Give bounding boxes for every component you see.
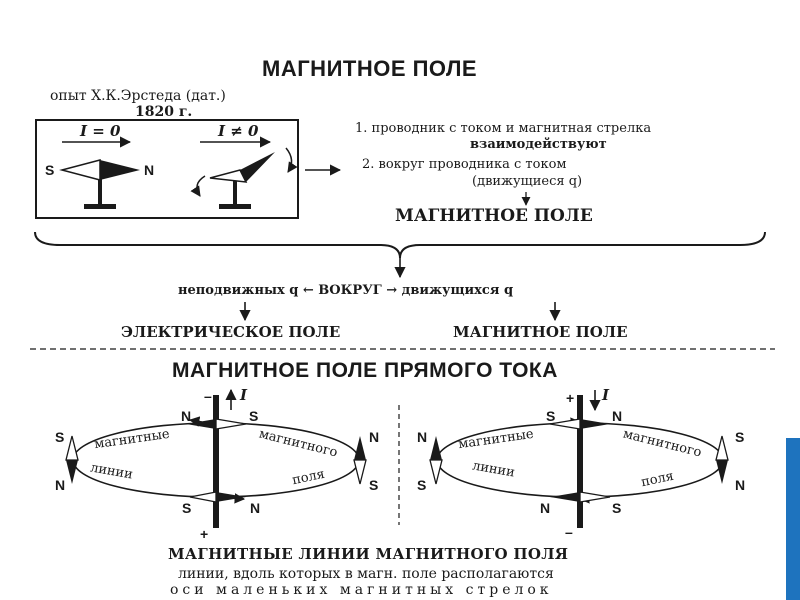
left-current-diagram [65, 388, 367, 528]
experiment-box [35, 119, 299, 219]
conclusion-2: 2. вокруг проводника с током [362, 157, 567, 172]
definition-heading: МАГНИТНЫЕ ЛИНИИ МАГНИТНОГО ПОЛЯ [168, 545, 569, 563]
conclusion-1: 1. проводник с током и магнитная стрелка [355, 121, 652, 136]
right-plus: + [566, 390, 575, 406]
compass-pole-s: S [45, 162, 55, 178]
right-far-pole-s: S [735, 429, 745, 445]
magnetic-field-label: МАГНИТНОЕ ПОЛЕ [453, 323, 628, 341]
right-bottom-pole-s: S [612, 500, 622, 516]
right-far-pole-n: N [735, 477, 746, 493]
conclusion-2-continued: (движущиеся q) [472, 174, 583, 189]
left-far-pole-n: N [369, 429, 380, 445]
definition-line-2: оси маленьких магнитных стрелок [170, 582, 553, 598]
compass-pole-n: N [144, 162, 155, 178]
page-title: МАГНИТНОЕ ПОЛЕ [262, 56, 478, 81]
right-side-pole-s: S [417, 477, 427, 493]
left-minus: – [204, 388, 212, 404]
accent-bar [786, 438, 800, 600]
fields-around-line: неподвижных q ← ВОКРУГ → движущихся q [178, 283, 514, 298]
conclusion-result: МАГНИТНОЕ ПОЛЕ [395, 206, 593, 226]
left-side-pole-n: N [55, 477, 66, 493]
straight-current-title: МАГНИТНОЕ ПОЛЕ ПРЯМОГО ТОКА [172, 359, 558, 382]
left-bottom-pole-s: S [182, 500, 192, 516]
left-far-pole-s: S [369, 477, 379, 493]
right-bottom-pole-n: N [540, 500, 551, 516]
electric-field-label: ЭЛЕКТРИЧЕСКОЕ ПОЛЕ [121, 323, 341, 341]
conclusion-1-continued: взаимодействуют [470, 137, 607, 152]
curly-brace [34, 231, 766, 259]
right-current-label: I [602, 386, 610, 404]
right-side-pole-n: N [417, 429, 428, 445]
compass-with-current [190, 147, 298, 209]
experiment-year: 1820 г. [135, 104, 193, 120]
left-top-pole-n: N [181, 408, 192, 424]
definition-line-1: линии, вдоль которых в магн. поле распол… [178, 566, 554, 582]
right-top-pole-n: N [612, 408, 623, 424]
left-plus: + [200, 526, 209, 542]
experiment-caption: опыт Х.К.Эрстеда (дат.) [50, 88, 226, 104]
current-off-label: I = 0 [80, 122, 121, 140]
right-minus: – [565, 524, 573, 540]
left-top-pole-s: S [249, 408, 259, 424]
right-top-pole-s: S [546, 408, 556, 424]
left-side-pole-s: S [55, 429, 65, 445]
right-current-diagram [429, 390, 729, 528]
current-on-label: I ≠ 0 [218, 122, 259, 140]
left-bottom-pole-n: N [250, 500, 261, 516]
left-current-label: I [240, 386, 248, 404]
compass-no-current [59, 159, 140, 209]
